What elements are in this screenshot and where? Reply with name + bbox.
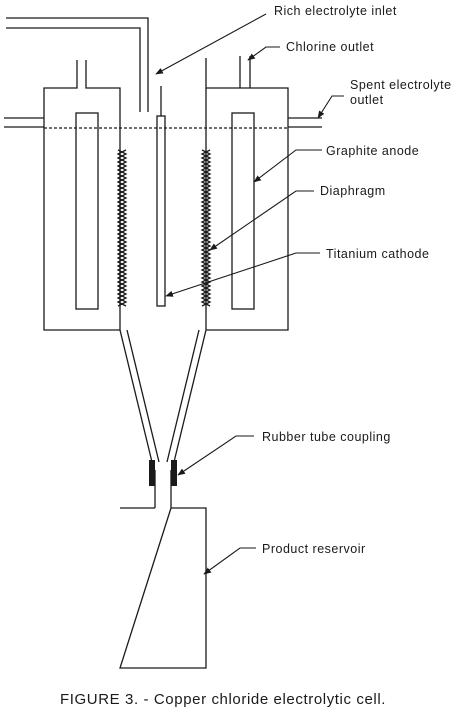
graphite-anode-label: Graphite anode <box>326 144 419 158</box>
diaphragm <box>116 149 212 307</box>
product-reservoir-label: Product reservoir <box>262 542 366 556</box>
diaphragm-coil <box>200 149 212 307</box>
product-reservoir <box>119 507 207 669</box>
spent-electrolyte-label: Spent electrolyte <box>350 78 452 92</box>
titanium-cathode <box>156 86 166 307</box>
rich-electrolyte-inlet-label: Rich electrolyte inlet <box>274 4 397 18</box>
rubber-tube-coupling <box>149 460 177 508</box>
funnel <box>119 329 207 463</box>
rich-electrolyte-inlet-tube <box>6 17 149 112</box>
chlorine-outlet-label: Chlorine outlet <box>286 40 374 54</box>
rubber-tube-coupling-label: Rubber tube coupling <box>262 430 391 444</box>
diaphragm-label: Diaphragm <box>320 184 386 198</box>
diaphragm-coil <box>116 149 128 307</box>
figure-caption: FIGURE 3. - Copper chloride electrolytic… <box>60 691 386 708</box>
titanium-cathode-label: Titanium cathode <box>326 247 429 261</box>
cell-body <box>4 56 322 331</box>
leader-lines <box>155 13 344 575</box>
graphite-anode <box>75 112 255 310</box>
spent-electrolyte-outlet-label: outlet <box>350 93 384 107</box>
